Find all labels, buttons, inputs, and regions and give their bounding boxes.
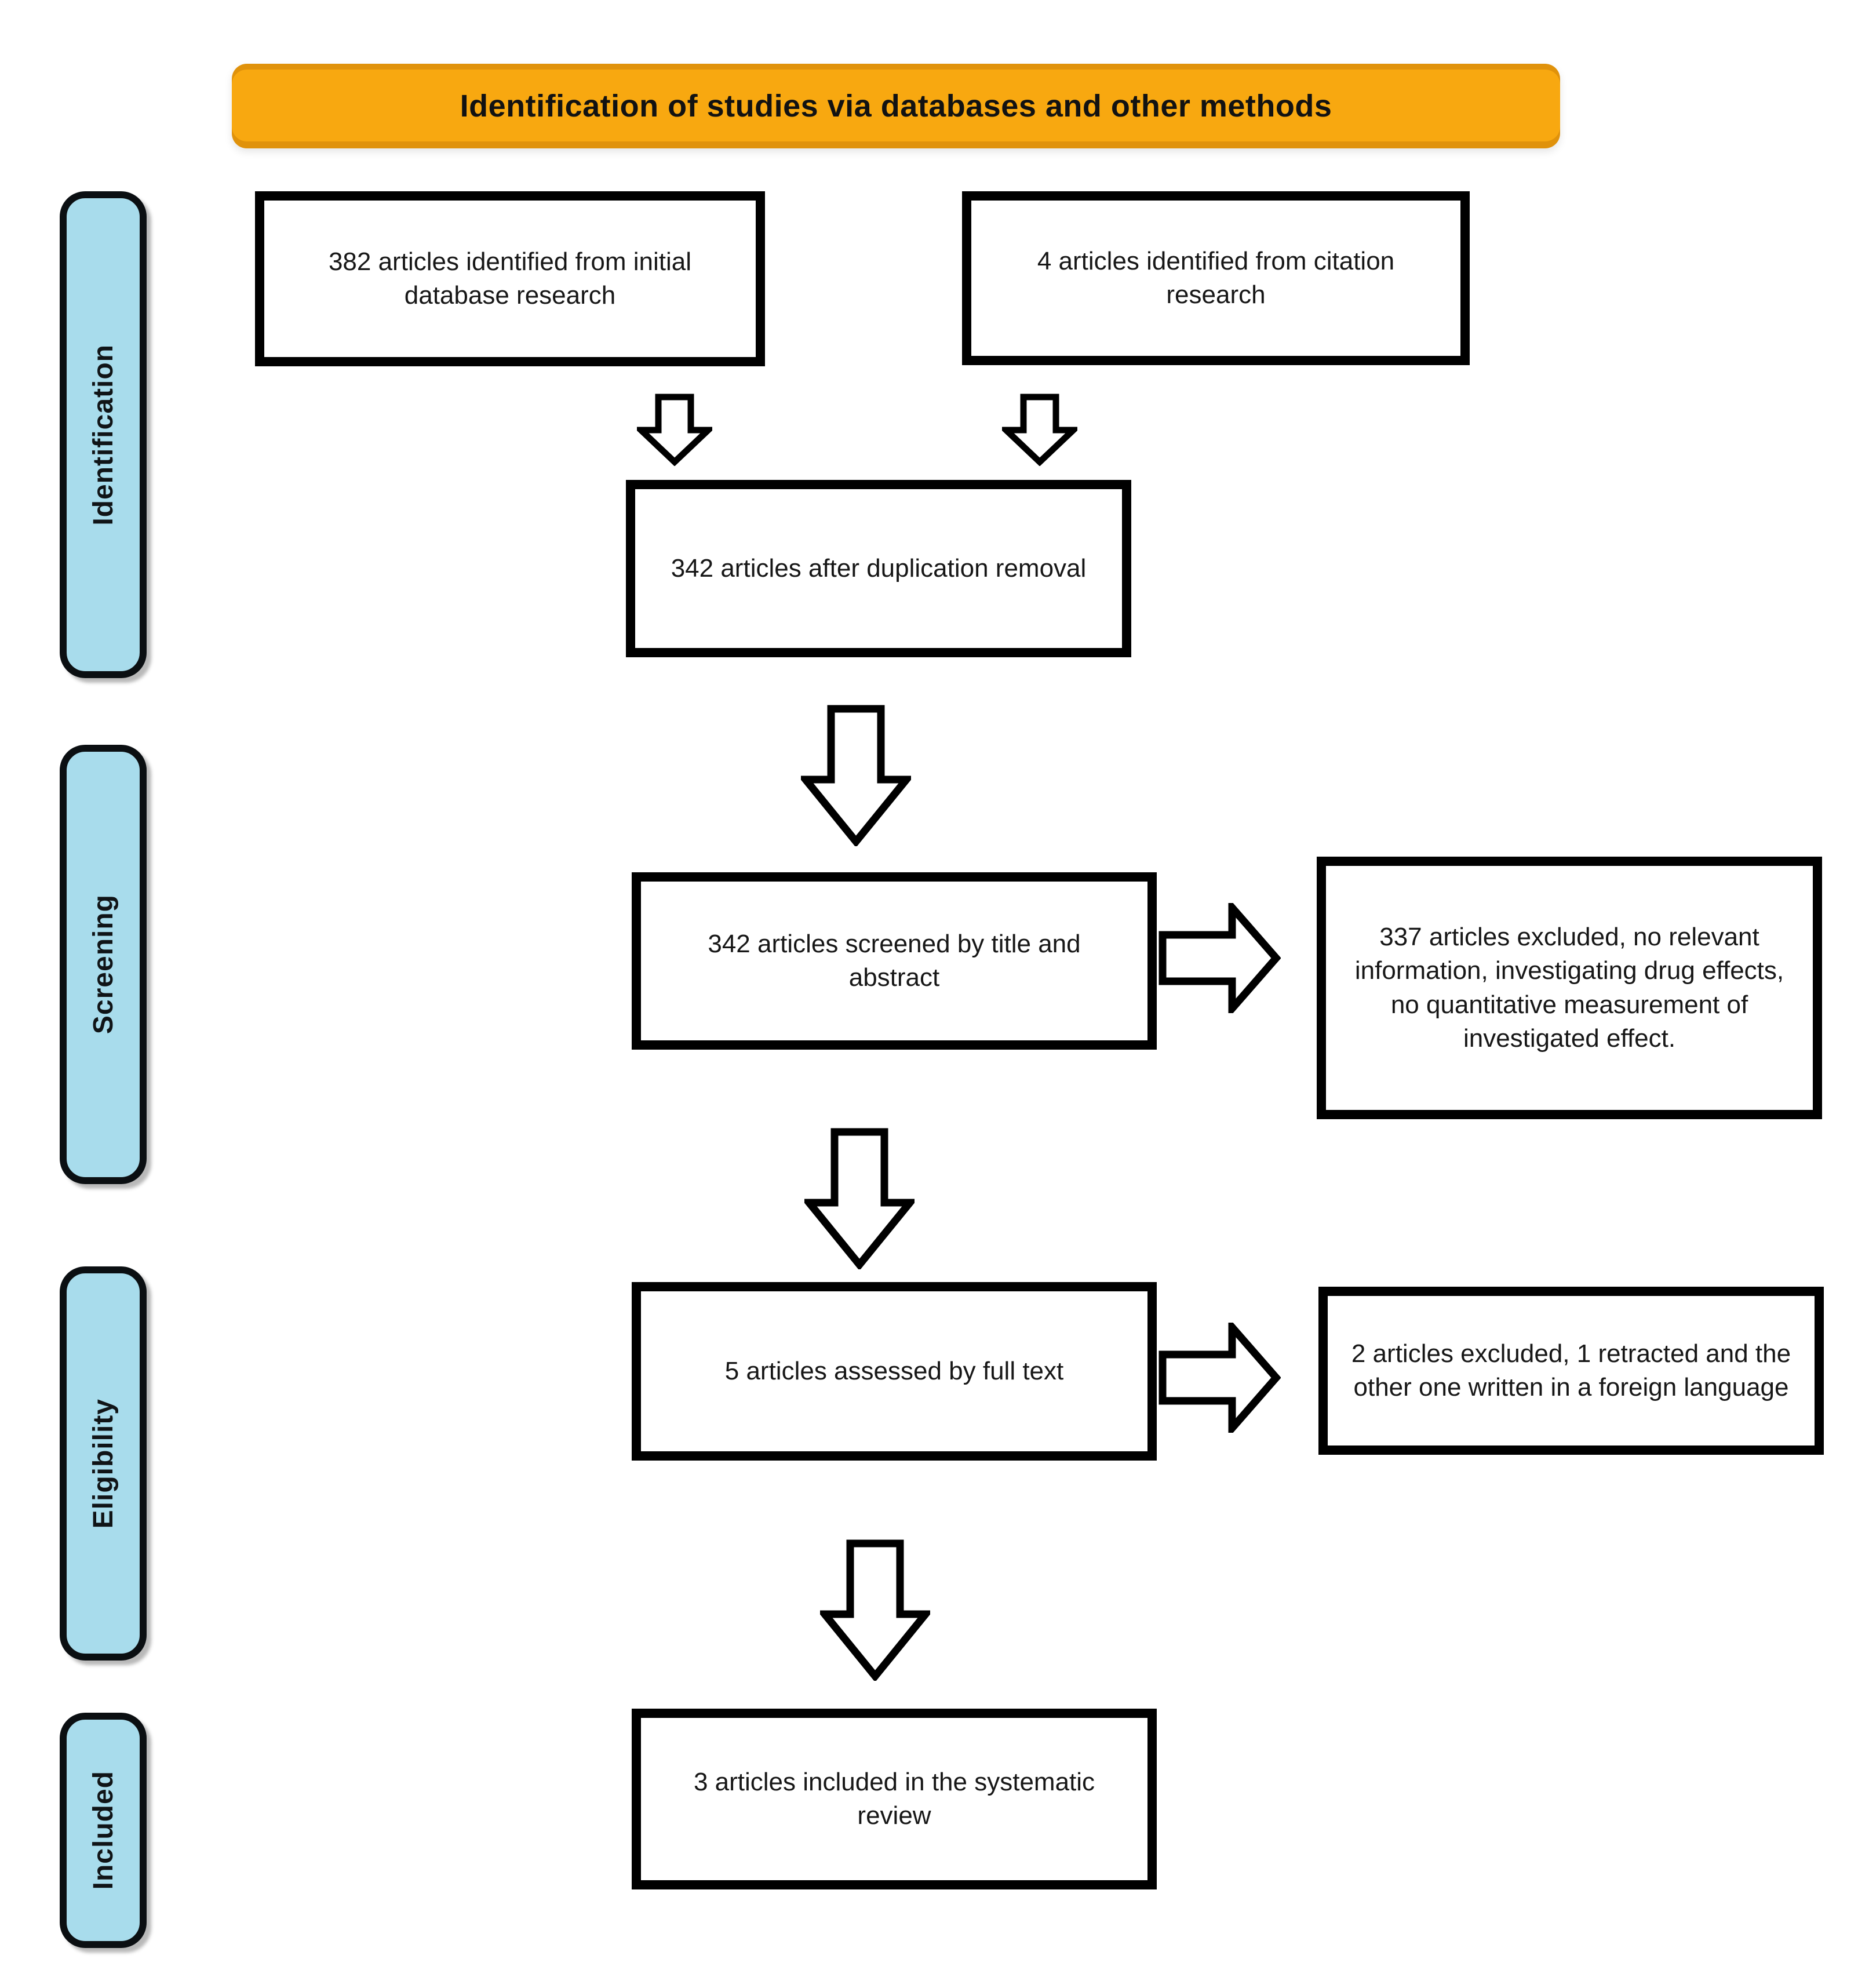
header-title: Identification of studies via databases … — [460, 89, 1332, 123]
box-identified-citation: 4 articles identified from citation rese… — [962, 191, 1470, 365]
box-included-review: 3 articles included in the systematic re… — [632, 1709, 1157, 1889]
stage-screening: Screening — [60, 745, 147, 1184]
box-screened: 342 articles screened by title and abstr… — [632, 872, 1157, 1050]
down-arrow-icon — [637, 394, 712, 466]
down-arrow-icon — [804, 1128, 915, 1269]
stage-identification: Identification — [60, 191, 147, 678]
stage-eligibility: Eligibility — [60, 1266, 147, 1661]
right-arrow-icon — [1158, 903, 1281, 1013]
box-excluded-screening-text: 337 articles excluded, no relevant infor… — [1354, 923, 1784, 1053]
stage-included-label: Included — [88, 1771, 119, 1890]
stage-screening-label: Screening — [88, 894, 119, 1035]
stage-included: Included — [60, 1713, 147, 1948]
box-excluded-full-text-text: 2 articles excluded, 1 retracted and the… — [1351, 1339, 1791, 1401]
box-identified-databases: 382 articles identified from initial dat… — [255, 191, 765, 366]
box-excluded-full-text: 2 articles excluded, 1 retracted and the… — [1318, 1287, 1824, 1455]
box-screened-text: 342 articles screened by title and abstr… — [708, 929, 1081, 992]
box-assessed-full-text: 5 articles assessed by full text — [632, 1282, 1157, 1461]
box-identified-databases-text: 382 articles identified from initial dat… — [328, 247, 692, 310]
box-included-review-text: 3 articles included in the systematic re… — [693, 1767, 1095, 1830]
stage-eligibility-label: Eligibility — [88, 1398, 119, 1529]
stage-identification-label: Identification — [88, 344, 119, 526]
box-after-duplication-text: 342 articles after duplication removal — [671, 554, 1087, 582]
box-assessed-full-text-text: 5 articles assessed by full text — [724, 1356, 1064, 1385]
right-arrow-icon — [1158, 1323, 1281, 1433]
down-arrow-icon — [1002, 394, 1077, 466]
box-excluded-screening: 337 articles excluded, no relevant infor… — [1317, 857, 1822, 1119]
down-arrow-icon — [801, 705, 911, 846]
down-arrow-icon — [820, 1539, 930, 1681]
header-banner: Identification of studies via databases … — [232, 64, 1560, 148]
box-after-duplication: 342 articles after duplication removal — [626, 480, 1131, 657]
box-identified-citation-text: 4 articles identified from citation rese… — [1037, 246, 1395, 309]
